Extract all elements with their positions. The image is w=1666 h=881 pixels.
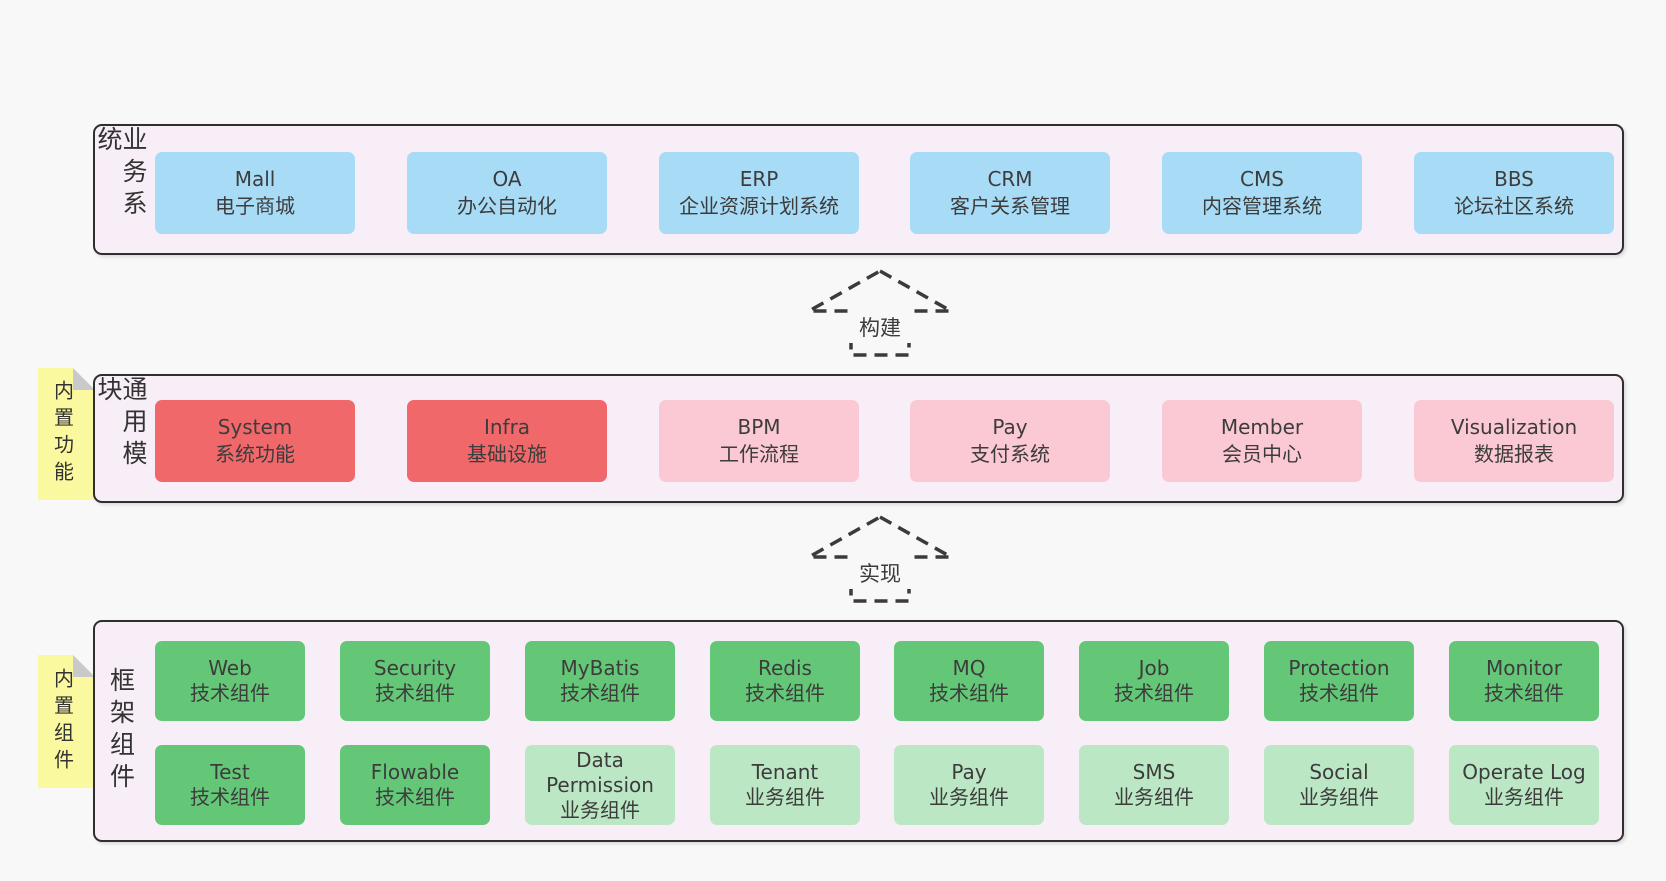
box-mybatis: MyBatis 技术组件 — [525, 641, 675, 721]
layer-business-systems: 业务系统 Mall 电子商城 OA 办公自动化 ERP 企业资源计划系统 CRM… — [93, 124, 1624, 255]
dashed-up-arrow-icon: 实现 — [805, 514, 955, 603]
box-bpm: BPM 工作流程 — [659, 400, 859, 482]
box-mall: Mall 电子商城 — [155, 152, 355, 234]
box-system: System 系统功能 — [155, 400, 355, 482]
box-infra: Infra 基础设施 — [407, 400, 607, 482]
dashed-up-arrow-icon: 构建 — [805, 268, 955, 357]
arrow-build: 构建 — [805, 267, 955, 359]
layer-framework-components-label: 框架组件 — [106, 667, 136, 795]
box-data-permission: Data Permission 业务组件 — [525, 745, 675, 825]
box-test: Test 技术组件 — [155, 745, 305, 825]
box-crm: CRM 客户关系管理 — [910, 152, 1110, 234]
arrow-implement-label: 实现 — [859, 562, 901, 586]
box-flowable: Flowable 技术组件 — [340, 745, 490, 825]
layer-framework-components: 框架组件 Web 技术组件 Security 技术组件 MyBatis 技术组件… — [93, 620, 1624, 842]
box-social: Social 业务组件 — [1264, 745, 1414, 825]
arrow-build-label: 构建 — [859, 316, 901, 340]
box-oa: OA 办公自动化 — [407, 152, 607, 234]
box-visualization: Visualization 数据报表 — [1414, 400, 1614, 482]
box-job: Job 技术组件 — [1079, 641, 1229, 721]
folded-corner-icon — [73, 368, 95, 390]
box-bbs: BBS 论坛社区系统 — [1414, 152, 1614, 234]
box-security: Security 技术组件 — [340, 641, 490, 721]
layer-common-modules-label: 通用模块 — [94, 376, 148, 472]
box-web: Web 技术组件 — [155, 641, 305, 721]
sticky-note-builtin-features: 内置功能 — [38, 368, 95, 500]
box-cms: CMS 内容管理系统 — [1162, 152, 1362, 234]
folded-corner-icon — [73, 655, 95, 677]
layer-common-modules: 通用模块 System 系统功能 Infra 基础设施 BPM 工作流程 Pay… — [93, 374, 1624, 503]
box-mq: MQ 技术组件 — [894, 641, 1044, 721]
box-protection: Protection 技术组件 — [1264, 641, 1414, 721]
box-erp: ERP 企业资源计划系统 — [659, 152, 859, 234]
box-redis: Redis 技术组件 — [710, 641, 860, 721]
arrow-implement: 实现 — [805, 513, 955, 605]
box-tenant: Tenant 业务组件 — [710, 745, 860, 825]
box-pay: Pay 支付系统 — [910, 400, 1110, 482]
box-operate-log: Operate Log 业务组件 — [1449, 745, 1599, 825]
box-member: Member 会员中心 — [1162, 400, 1362, 482]
box-sms: SMS 业务组件 — [1079, 745, 1229, 825]
box-pay-biz: Pay 业务组件 — [894, 745, 1044, 825]
box-monitor: Monitor 技术组件 — [1449, 641, 1599, 721]
layer-business-systems-label: 业务系统 — [94, 126, 148, 222]
sticky-note-builtin-components: 内置组件 — [38, 655, 95, 788]
